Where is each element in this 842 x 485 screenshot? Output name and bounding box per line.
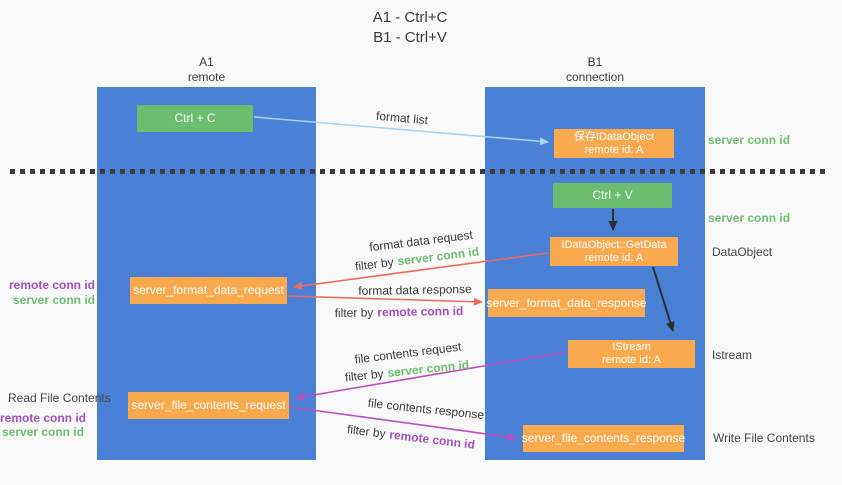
node-ctrl-v-label: Ctrl + V — [592, 188, 633, 202]
node-server-format-data-response: server_format_data_response — [486, 289, 647, 317]
left-read-file-contents-label: Read File Contents — [8, 391, 111, 405]
lane-b1-title: B1 — [587, 55, 603, 69]
node-getdata-line1: IDataObject::GetData — [561, 238, 667, 251]
node-getdata-line2: remote id: A — [584, 251, 644, 264]
right-write-file-contents-label: Write File Contents — [713, 431, 815, 445]
node-server-file-contents-response: server_file_contents_response — [521, 425, 686, 452]
right-server-conn-id-2: server conn id — [708, 211, 791, 225]
node-ctrl-v: Ctrl + V — [553, 183, 672, 208]
label-file-contents-response: file contents response — [367, 395, 485, 423]
node-server-file-contents-request: server_file_contents_request — [128, 392, 289, 419]
node-idataobject-getdata: IDataObject::GetData remote id: A — [550, 237, 678, 266]
left-remote-conn-id-1: remote conn id — [8, 278, 95, 292]
title-line-1: A1 - Ctrl+C — [372, 9, 448, 26]
filter-by-text: filter by — [354, 254, 395, 274]
node-ctrl-c: Ctrl + C — [137, 105, 253, 132]
node-format-request-label: server_format_data_request — [133, 283, 284, 297]
node-save-line2: remote id: A — [584, 143, 644, 156]
lane-a1-subtitle: remote — [187, 70, 226, 84]
node-ctrl-c-label: Ctrl + C — [174, 111, 216, 125]
dotted-divider-line — [10, 169, 825, 174]
right-dataobject-label: DataObject — [712, 245, 773, 259]
node-istream-line1: IStream — [612, 341, 651, 353]
label-format-list: format list — [375, 108, 429, 128]
diagram-title: A1 - Ctrl+C B1 - Ctrl+V — [260, 8, 560, 48]
remote-conn-id-text: remote conn id — [377, 303, 464, 320]
node-server-format-data-request: server_format_data_request — [130, 277, 287, 304]
filter-by-text: filter by — [334, 305, 374, 321]
node-format-response-label: server_format_data_response — [486, 295, 647, 310]
node-istream: IStream remote id: A — [568, 340, 695, 368]
filter-by-text: filter by — [344, 366, 385, 385]
lane-header-b1: B1 connection — [485, 55, 705, 85]
node-istream-line2: remote id: A — [602, 354, 661, 366]
filter-by-text: filter by — [346, 422, 387, 441]
left-server-conn-id-2: server conn id — [1, 425, 84, 439]
node-save-idataobject: 保存IDataObject remote id: A — [554, 129, 674, 158]
node-save-line1: 保存IDataObject — [573, 130, 655, 143]
node-file-response-label: server_file_contents_response — [521, 431, 686, 445]
left-server-conn-id-1: server conn id — [12, 293, 95, 307]
node-file-request-label: server_file_contents_request — [131, 398, 286, 412]
lane-a1-title: A1 — [199, 55, 214, 69]
right-server-conn-id-1: server conn id — [708, 133, 791, 147]
lane-header-a1: A1 remote — [97, 55, 316, 85]
left-remote-conn-id-2: remote conn id — [0, 411, 87, 425]
title-line-2: B1 - Ctrl+V — [373, 29, 447, 46]
remote-conn-id-text: remote conn id — [388, 427, 476, 452]
lane-b1-subtitle: connection — [565, 70, 625, 84]
right-istream-label: Istream — [712, 348, 753, 362]
label-format-data-response: format data response — [358, 282, 472, 298]
